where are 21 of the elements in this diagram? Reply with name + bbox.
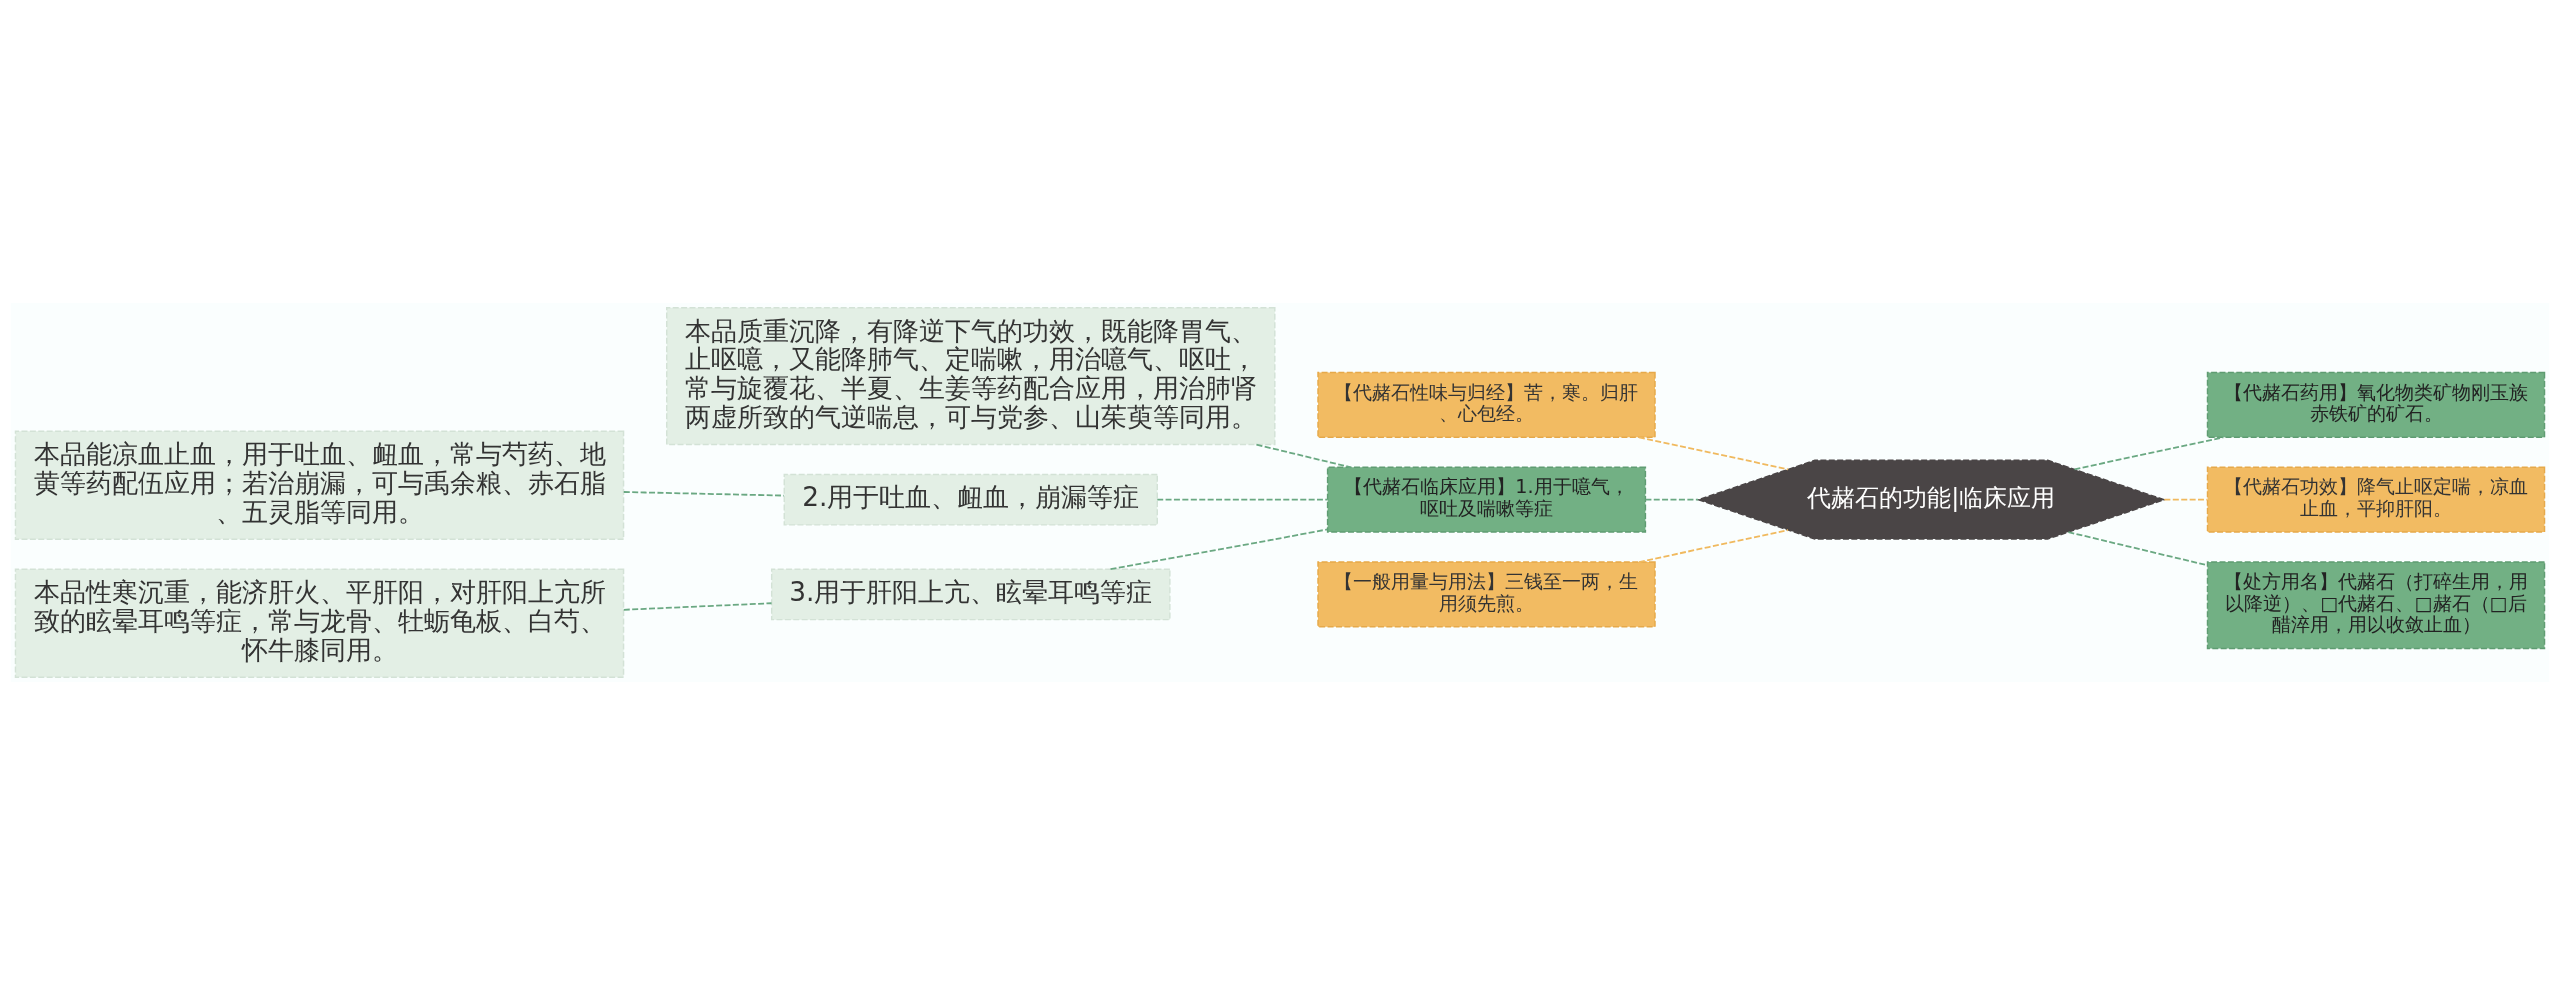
connector [1255, 443, 1352, 468]
node-box: 本品性寒沉重，能济肝火、平肝阳，对肝阳上亢所致的眩晕耳鸣等症，常与龙骨、牡蛎龟板、白芍、怀牛膝同用。 [14, 568, 625, 678]
node-box: 2.用于吐血、衄血，崩漏等症 [783, 473, 1158, 526]
connector [622, 601, 773, 611]
node-box: 【代赭石临床应用】1.用于噫气，呕吐及喘嗽等症 [1326, 466, 1647, 533]
node-box: 【处方用名】代赭石（打碎生用，用以降逆）、□代赭石、□赭石（□后醋淬用，用以收敛止血） [2206, 560, 2546, 649]
connector [1638, 528, 1790, 563]
connector [1644, 498, 1699, 501]
connector [1638, 435, 1790, 470]
node-box: 【代赭石药用】氧化物类矿物刚玉族赤铁矿的矿石。 [2206, 371, 2546, 438]
node-box: 【一般用量与用法】三钱至一两，生用须先煎。 [1317, 560, 1656, 628]
node-box: 3.用于肝阳上亢、眩晕耳鸣等症 [770, 568, 1171, 620]
node-box: 本品能凉血止血，用于吐血、衄血，常与芍药、地黄等药配伍应用；若治崩漏，可与禹余粮、赤石脂、五灵脂等同用。 [14, 430, 625, 540]
connector [1109, 528, 1329, 570]
connector [2163, 498, 2209, 501]
connector [622, 490, 785, 496]
connector [2073, 436, 2225, 470]
node-box: 本品质重沉降，有降逆下气的功效，既能降胃气、止呕噫，又能降肺气、定喘嗽，用治噫气、呕吐，常与旋覆花、半夏、生姜等药配合应用，用治肺肾两虚所致的气逆喘息，可与党参、山茱萸等同用。 [666, 306, 1276, 445]
node-box: 【代赭石性味与归经】苦，寒。归肝、心包经。 [1317, 371, 1656, 438]
node-box: 【代赭石功效】降气止呕定喘，凉血止血，平抑肝阳。 [2206, 466, 2546, 533]
connector [1156, 498, 1329, 501]
